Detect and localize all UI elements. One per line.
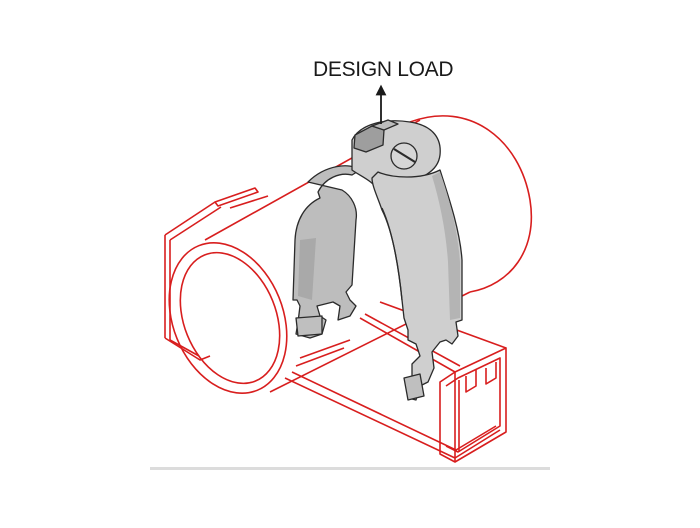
pipe-clamp <box>292 119 463 401</box>
slotted-screw-icon <box>390 142 418 170</box>
design-load-label: DESIGN LOAD <box>313 58 454 81</box>
bottom-divider <box>150 467 550 470</box>
